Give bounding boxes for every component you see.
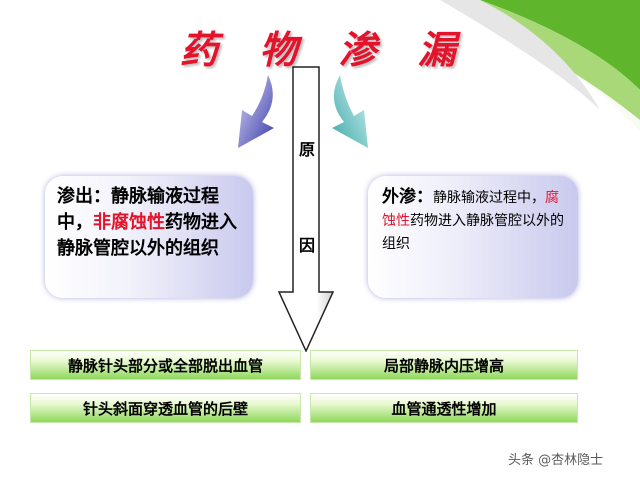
extravasation-definition-text: 外渗：静脉输液过程中，腐蚀性药物进入静脉管腔以外的组织 bbox=[382, 186, 572, 256]
cause-label-char-1: 原 bbox=[298, 140, 315, 159]
exudation-definition-box: 渗出：静脉输液过程中，非腐蚀性药物进入静脉管腔以外的组织 bbox=[45, 176, 253, 298]
extravasation-term: 外渗： bbox=[382, 187, 433, 207]
page-curl-decoration bbox=[440, 0, 640, 130]
extravasation-highlight: 腐蚀性 bbox=[382, 190, 559, 229]
curved-arrow-right-icon bbox=[332, 75, 368, 148]
cause-bar-needle-penetrates-wall: 针头斜面穿透血管的后壁 bbox=[30, 393, 301, 423]
watermark: 头条 @杏林隐士 bbox=[508, 453, 604, 468]
swirl-arrows bbox=[238, 75, 368, 148]
page-title: 药 物 渗 漏 bbox=[180, 28, 470, 72]
exudation-term: 渗出： bbox=[57, 186, 111, 207]
cause-bar-needle-dislodged: 静脉针头部分或全部脱出血管 bbox=[30, 350, 301, 380]
curved-arrow-left-icon bbox=[238, 75, 274, 148]
extravasation-definition-box: 外渗：静脉输液过程中，腐蚀性药物进入静脉管腔以外的组织 bbox=[368, 176, 578, 298]
cause-label-char-2: 因 bbox=[298, 236, 315, 255]
down-arrow-icon bbox=[278, 66, 334, 352]
exudation-text-after: 药物进入静脉管腔以外的组织 bbox=[57, 212, 237, 259]
extravasation-text-after: 药物进入静脉管腔以外的组织 bbox=[382, 213, 564, 252]
exudation-highlight: 非腐蚀性 bbox=[93, 212, 165, 233]
exudation-text-before: 静脉输液过程中， bbox=[57, 186, 219, 233]
extravasation-text-before: 静脉输液过程中， bbox=[433, 190, 545, 206]
exudation-definition-text: 渗出：静脉输液过程中，非腐蚀性药物进入静脉管腔以外的组织 bbox=[57, 184, 247, 262]
cause-bar-vascular-permeability: 血管通透性增加 bbox=[310, 393, 578, 423]
cause-bar-venous-pressure: 局部静脉内压增高 bbox=[310, 350, 578, 380]
